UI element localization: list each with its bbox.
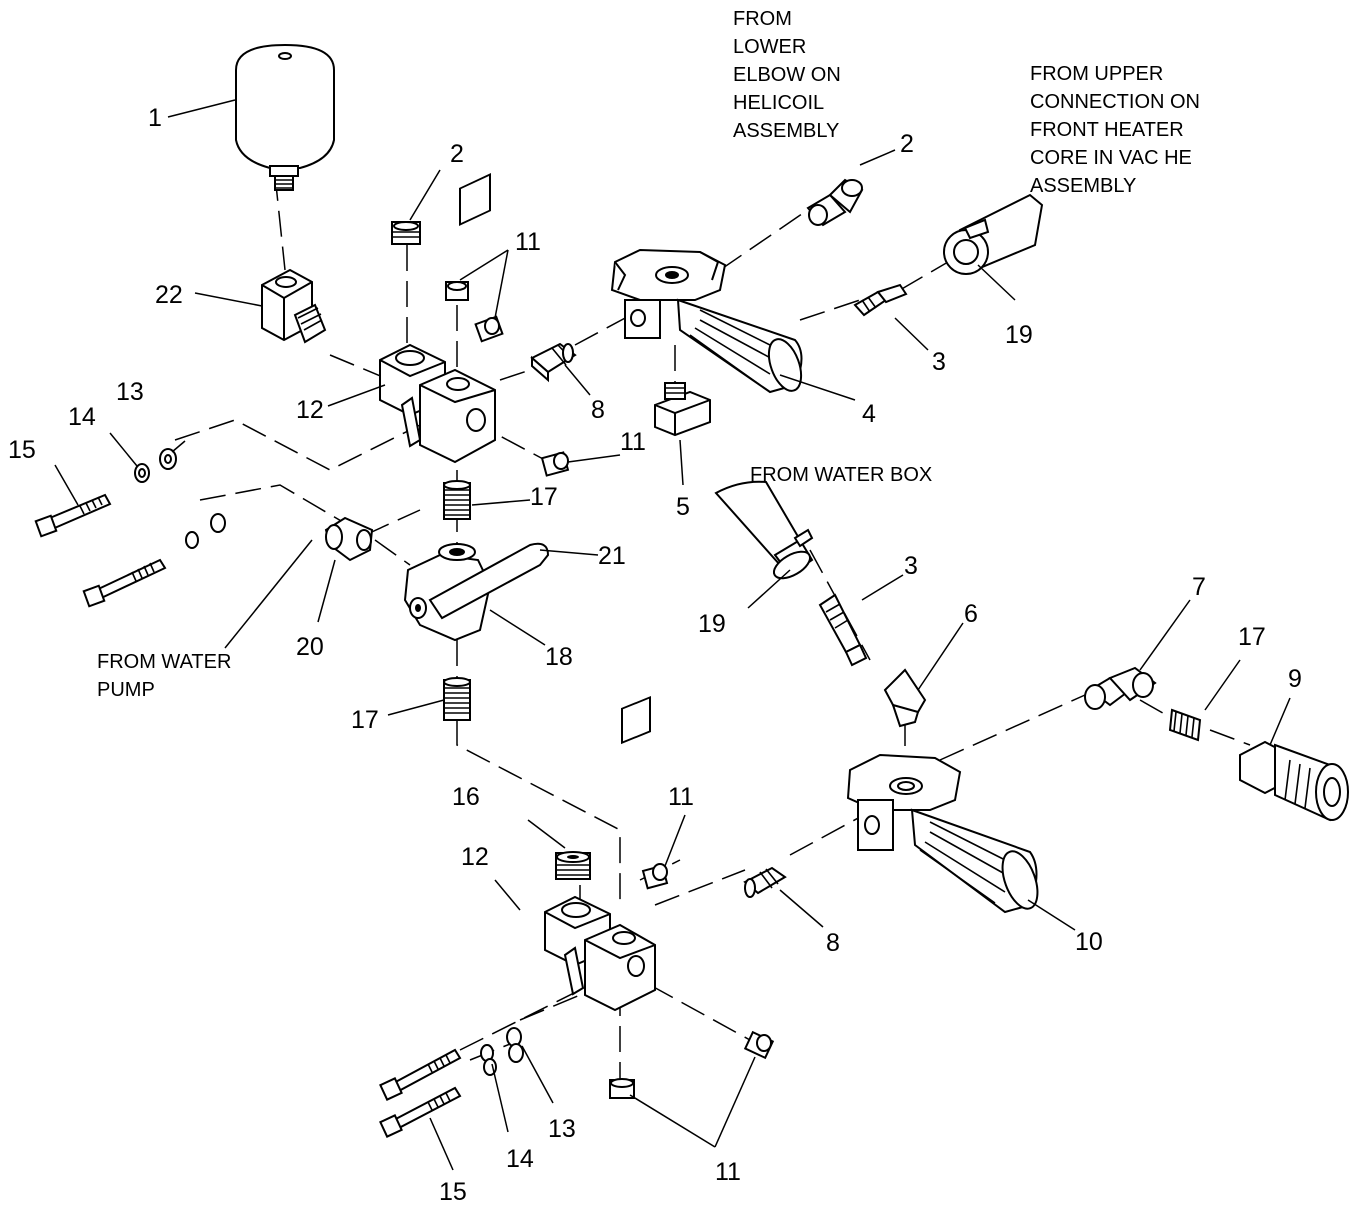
bolt-upper-b [82, 558, 167, 608]
pipe-plug-top [391, 221, 421, 245]
filter-housing-lower [846, 753, 1039, 914]
accumulator-tank [235, 43, 335, 191]
hose-with-clamp-water-box [714, 480, 814, 580]
note-heater-line-2: CONNECTION ON [1030, 91, 1200, 113]
note-helicoil: FROM LOWER ELBOW ON HELICOIL ASSEMBLY [733, 8, 841, 142]
manifold-block-lower [544, 695, 656, 1012]
callout-20: 20 [296, 633, 324, 661]
callout-19-upper: 19 [1005, 321, 1033, 349]
callout-16: 16 [452, 783, 480, 811]
callout-3-lower: 3 [904, 552, 918, 580]
hex-nipple-lower [743, 866, 787, 898]
callout-17-right: 17 [1238, 623, 1266, 651]
callout-15-lower: 15 [439, 1178, 467, 1206]
callout-7: 7 [1192, 573, 1206, 601]
callout-2-right: 2 [900, 130, 914, 158]
callout-4: 4 [862, 400, 876, 428]
note-heater-line-4: CORE IN VAC HE [1030, 147, 1192, 169]
note-helicoil-line-1: FROM [733, 8, 792, 30]
note-heater-core: FROM UPPER CONNECTION ON FRONT HEATER CO… [1030, 63, 1200, 197]
callout-21: 21 [598, 542, 626, 570]
note-helicoil-line-2: LOWER [733, 36, 806, 58]
elbow-block [654, 382, 711, 437]
callout-10: 10 [1075, 928, 1103, 956]
note-helicoil-line-3: ELBOW ON [733, 64, 841, 86]
note-heater-line-3: FRONT HEATER [1030, 119, 1184, 141]
callout-11-mid: 11 [620, 428, 646, 456]
callout-14-lower: 14 [506, 1145, 534, 1173]
callout-2-top: 2 [450, 140, 464, 168]
note-water-box: FROM WATER BOX [750, 464, 932, 486]
hex-nipple-upper [530, 342, 577, 383]
manifold-block-upper [379, 173, 496, 464]
callout-19-lower: 19 [698, 610, 726, 638]
callout-13-upper: 13 [116, 378, 144, 406]
callout-11-bottom: 11 [715, 1158, 741, 1186]
flat-washer-lower-b [508, 1043, 524, 1063]
bolt-lower-b [379, 1086, 462, 1138]
pipe-plug-lower-a [641, 863, 669, 890]
lock-washer-upper-a [134, 463, 150, 483]
lock-washer-upper-b [185, 531, 199, 549]
close-nipple-middle [443, 677, 471, 721]
filter-housing-upper [610, 248, 803, 394]
pipe-plug-bottom-b [743, 1030, 775, 1060]
callout-22: 22 [155, 281, 183, 309]
note-water-pump-line-2: PUMP [97, 679, 155, 701]
pipe-plug-upper-a [445, 281, 469, 301]
callout-5: 5 [676, 493, 690, 521]
bolt-upper-a [34, 493, 112, 538]
note-water-box-line-1: FROM WATER BOX [750, 464, 932, 486]
hose-barb-lower [818, 593, 868, 667]
ball-valve [403, 542, 550, 642]
callout-17-middle: 17 [351, 706, 379, 734]
note-water-pump-line-1: FROM WATER [97, 651, 231, 673]
callout-18: 18 [545, 643, 573, 671]
callout-8-upper: 8 [591, 396, 605, 424]
callout-1: 1 [148, 104, 162, 132]
callout-11-lower: 11 [668, 783, 694, 811]
callout-9: 9 [1288, 665, 1302, 693]
pipe-plug-lower-top [555, 851, 591, 880]
note-heater-line-5: ASSEMBLY [1030, 175, 1136, 197]
callout-15-upper: 15 [8, 436, 36, 464]
bolt-lower-a [379, 1048, 462, 1101]
tee-elbow-fitting [261, 268, 327, 344]
callout-numbers: 1 2 2 11 22 19 3 12 8 4 13 14 15 11 17 5… [8, 104, 1302, 1206]
hose-with-clamp-upper [943, 193, 1044, 275]
flat-washer-upper-b [210, 513, 226, 533]
callout-11-upper: 11 [515, 228, 541, 256]
callout-12-upper: 12 [296, 396, 324, 424]
pipe-plug-upper-b [474, 315, 504, 343]
close-nipple-upper [443, 480, 471, 520]
street-elbow [324, 516, 374, 562]
pipe-plug-mid [540, 451, 570, 477]
pipe-elbow-lower-right [1084, 666, 1157, 710]
flat-washer-upper-a [159, 448, 177, 470]
close-nipple-right [1168, 708, 1202, 742]
callout-6: 6 [964, 600, 978, 628]
callout-13-lower: 13 [548, 1115, 576, 1143]
quick-coupler [1239, 740, 1349, 822]
callout-3-upper: 3 [932, 348, 946, 376]
note-helicoil-line-4: HELICOIL [733, 92, 824, 114]
hose-barb-upper [853, 283, 908, 317]
note-helicoil-line-5: ASSEMBLY [733, 120, 839, 142]
note-heater-line-1: FROM UPPER [1030, 63, 1163, 85]
elbow-45-fitting [883, 668, 927, 728]
leader-lines [54, 99, 1291, 1171]
callout-17-upper: 17 [530, 483, 558, 511]
pipe-plug-bottom-a [609, 1078, 635, 1099]
callout-14-upper: 14 [68, 403, 96, 431]
note-water-pump: FROM WATER PUMP [97, 651, 231, 701]
callout-8-lower: 8 [826, 929, 840, 957]
callout-12-lower: 12 [461, 843, 489, 871]
pipe-elbow-upper-right [806, 178, 864, 227]
